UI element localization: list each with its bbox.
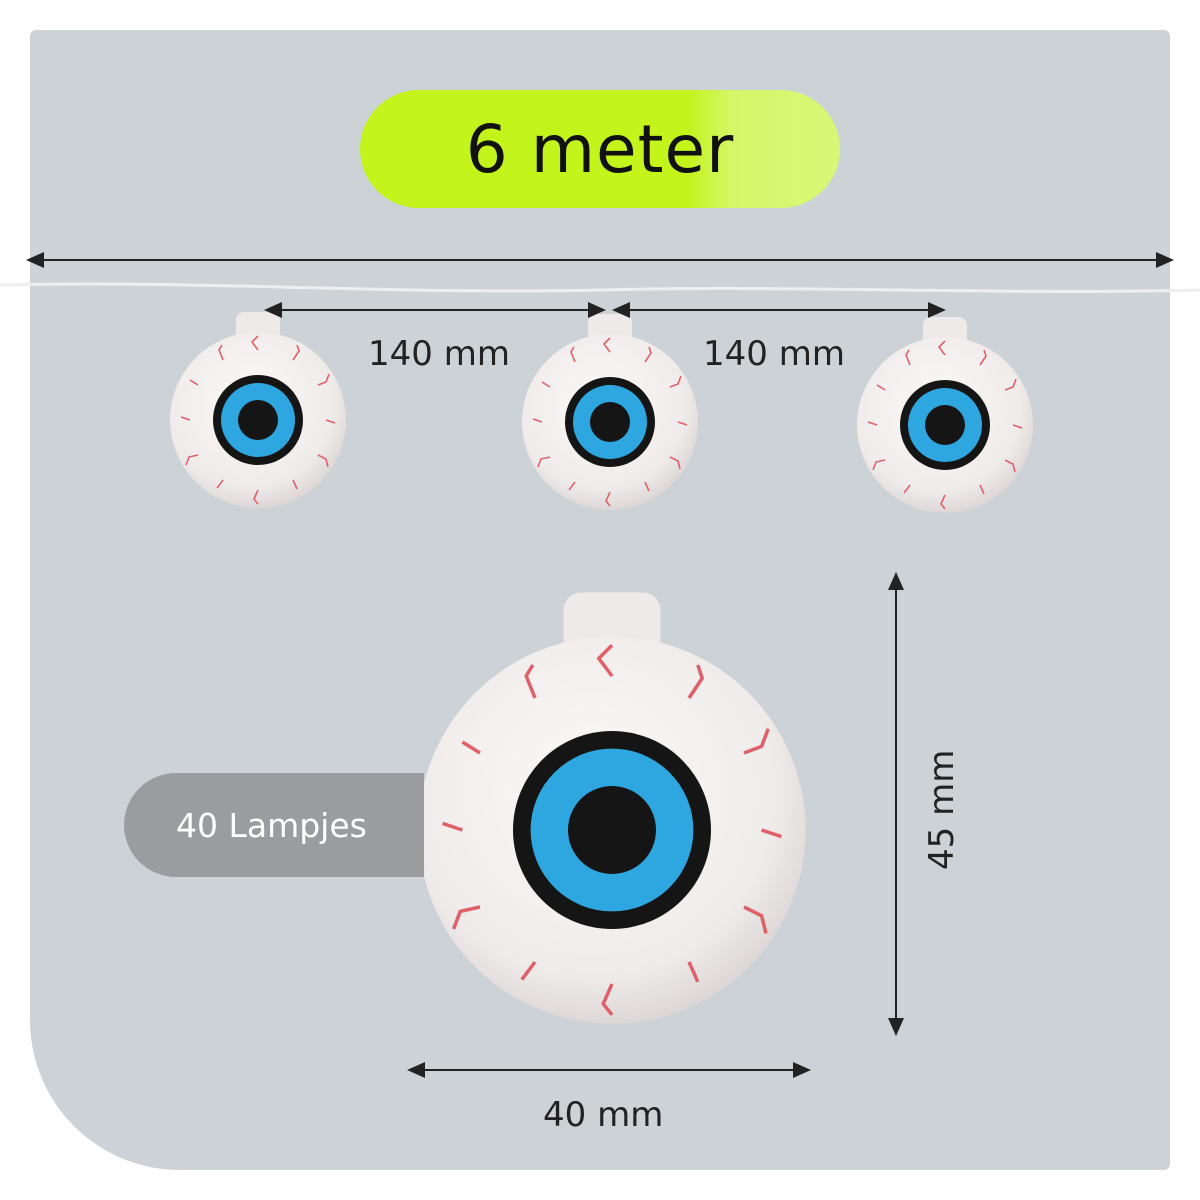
- wire: [0, 282, 1200, 293]
- height-label: 45 mm: [922, 749, 962, 870]
- length-badge: 6 meter: [360, 90, 840, 208]
- eyeball-light-2: [521, 313, 699, 511]
- length-title: 6 meter: [465, 110, 735, 188]
- eyeball-light-3: [856, 316, 1034, 514]
- spacing-label-2: 140 mm: [703, 334, 845, 374]
- width-label: 40 mm: [543, 1095, 664, 1135]
- eyeball-light-1: [169, 311, 347, 509]
- lamp-count: 40 Lampjes: [176, 805, 367, 845]
- spacing-label-1: 140 mm: [368, 334, 510, 374]
- eyeball-light-large: [416, 590, 808, 1026]
- lamp-count-badge: 40 Lampjes: [124, 773, 424, 877]
